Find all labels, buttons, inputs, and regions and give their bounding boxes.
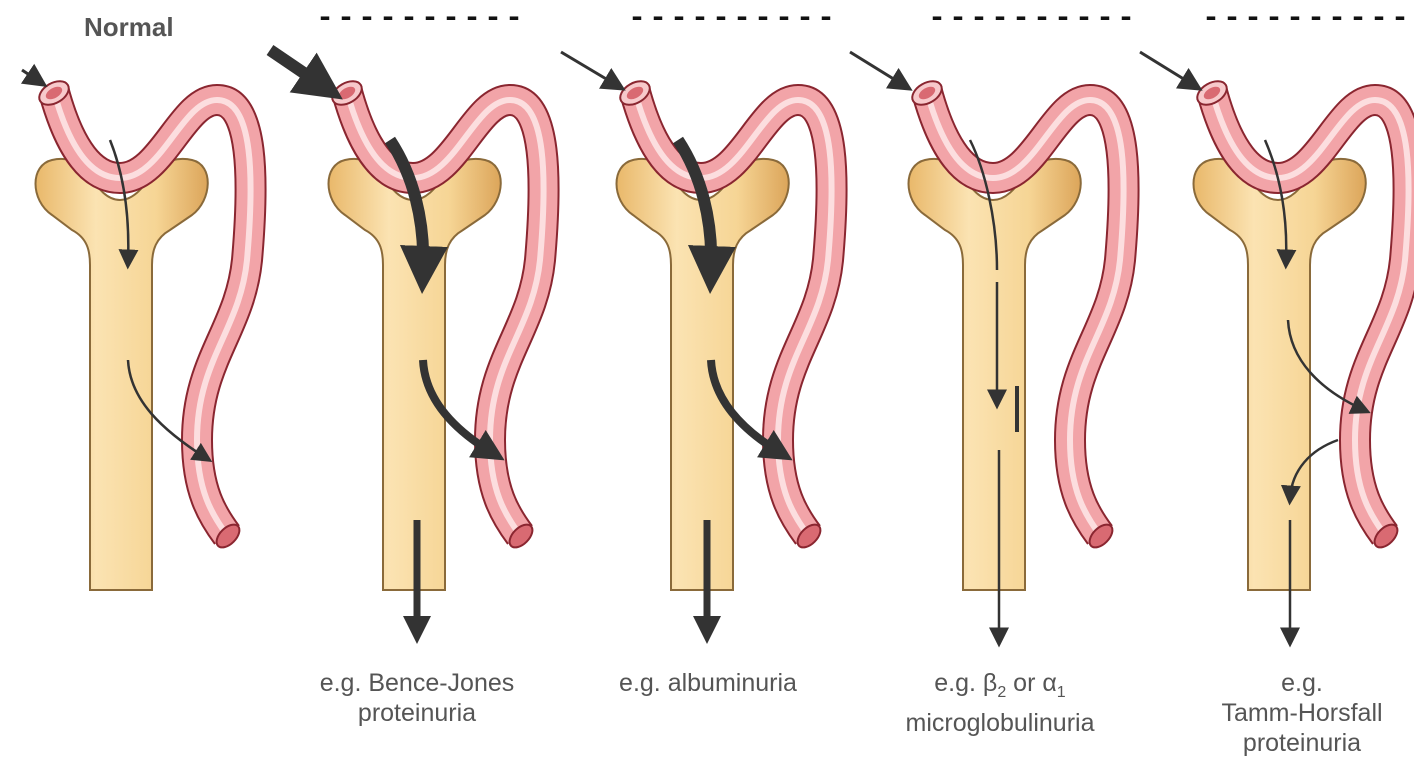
caption-line: microglobulinuria (860, 708, 1140, 738)
panel-heading-normal: Normal (84, 12, 174, 43)
panel-albuminuria (561, 52, 832, 630)
caption-beta: e.g. β (934, 669, 997, 697)
caption-microglobulinuria: e.g. β2 or α1 microglobulinuria (860, 668, 1140, 738)
panel-normal (22, 70, 251, 590)
caption-sub-2: 2 (997, 684, 1006, 701)
inflow-arrow (1140, 52, 1195, 86)
caption-bence-jones: e.g. Bence-Jones proteinuria (272, 668, 562, 728)
caption-line: proteinuria (1196, 728, 1408, 758)
caption-line-greek: e.g. β2 or α1 (860, 668, 1140, 708)
caption-line: e.g. (1196, 668, 1408, 698)
caption-albuminuria: e.g. albuminuria (578, 668, 838, 698)
panel-tamm-horsfall (1140, 52, 1409, 640)
caption-line: e.g. Bence-Jones (272, 668, 562, 698)
panel-heading-blank-4: ---------- (928, 2, 1138, 36)
inflow-arrow (850, 52, 905, 86)
inflow-arrow (270, 50, 323, 86)
panel-heading-blank-3: ---------- (628, 2, 838, 36)
caption-line: Tamm-Horsfall (1196, 698, 1408, 728)
caption-line: e.g. albuminuria (578, 668, 838, 698)
caption-tamm-horsfall: e.g. Tamm-Horsfall proteinuria (1196, 668, 1408, 758)
panel-heading-blank-2: ---------- (316, 2, 526, 36)
inflow-arrow (561, 52, 618, 86)
panel-heading-blank-5: ---------- (1202, 2, 1412, 36)
caption-sub-1: 1 (1057, 684, 1066, 701)
inflow-arrow (22, 70, 40, 82)
caption-alpha: or α (1006, 669, 1057, 697)
panel-bence-jones (270, 50, 544, 630)
panel-microglobulinuria (850, 52, 1124, 640)
caption-line: proteinuria (272, 698, 562, 728)
